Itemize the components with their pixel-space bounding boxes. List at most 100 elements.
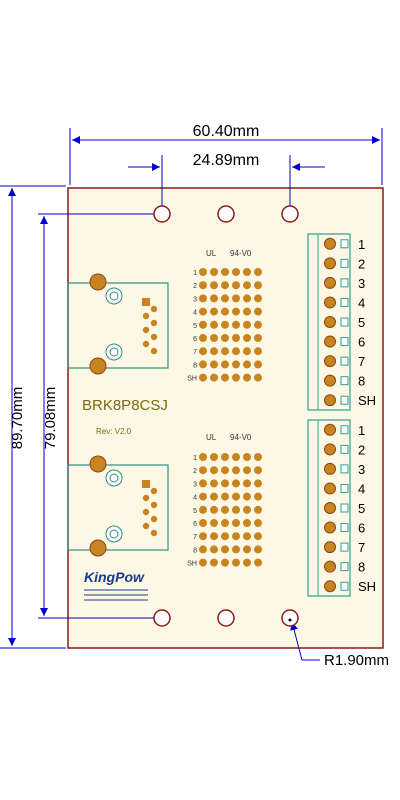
jack-pad — [150, 347, 158, 355]
grid-pad — [254, 347, 262, 356]
jack-pad — [142, 312, 150, 320]
terminal-pad — [324, 423, 336, 436]
mounting-hole — [153, 205, 171, 223]
terminal-pad — [324, 374, 336, 387]
grid-pin-label: 7 — [193, 349, 197, 356]
terminal-pin-label: 6 — [358, 335, 365, 350]
jack-pad — [142, 340, 150, 348]
grid-pad — [221, 505, 229, 514]
terminal-pad — [324, 462, 336, 475]
grid-pad — [254, 320, 262, 329]
grid-pad — [210, 307, 218, 316]
grid-pad — [232, 492, 240, 501]
grid-pad — [199, 558, 207, 567]
grid-pad — [254, 360, 262, 369]
grid-pin-label: 4 — [193, 310, 197, 317]
terminal-pin-label: 2 — [358, 256, 365, 271]
grid-pad — [199, 320, 207, 329]
jack-pad — [142, 494, 150, 502]
jack-pin-pads — [142, 298, 158, 537]
terminal-slot — [340, 258, 349, 268]
grid-pin-label: 1 — [193, 270, 197, 277]
grid-pad — [221, 492, 229, 501]
grid-pin-label: 4 — [193, 495, 197, 502]
grid-pad — [210, 492, 218, 501]
grid-pad — [243, 347, 251, 356]
grid-pin-label: 5 — [193, 508, 197, 515]
terminal-slot — [340, 239, 349, 249]
terminal-pin-label: 4 — [358, 481, 365, 496]
grid-pad — [199, 453, 207, 461]
mounting-hole — [217, 205, 235, 223]
grid-pad — [210, 268, 218, 276]
grid-pad — [210, 320, 218, 329]
jack-pad — [150, 319, 158, 327]
jack-pad — [142, 326, 150, 334]
grid-pad — [221, 545, 229, 554]
grid-pin-label: 6 — [193, 336, 197, 343]
grid-pad — [199, 294, 207, 303]
terminal-pad — [324, 443, 336, 456]
grid-pad — [232, 347, 240, 356]
grid-pad — [210, 479, 218, 488]
grid-pad — [221, 320, 229, 329]
grid-pad — [243, 307, 251, 316]
grid-pad — [199, 479, 207, 488]
jack-pad-square — [142, 480, 150, 488]
rating-top: 94-V0 — [230, 249, 252, 258]
grid-pad — [221, 532, 229, 541]
grid-pad — [243, 281, 251, 290]
terminal-slot — [340, 562, 349, 572]
jack-pad — [150, 529, 158, 537]
grid-pin-label: 3 — [193, 481, 197, 488]
grid-pad — [210, 281, 218, 290]
jack-pad — [142, 522, 150, 530]
terminal-pad — [324, 316, 336, 328]
grid-pad — [232, 519, 240, 527]
grid-pad — [254, 334, 262, 342]
grid-pad — [199, 519, 207, 527]
grid-pin-label: SH — [187, 376, 197, 383]
grid-pad — [232, 307, 240, 316]
grid-pad — [210, 558, 218, 567]
brand-underline — [84, 589, 148, 601]
grid-pad — [243, 334, 251, 342]
hole-center-dot — [288, 618, 292, 622]
terminal-pin-label: 8 — [358, 374, 365, 389]
grid-pad — [232, 268, 240, 276]
mounting-hole — [153, 609, 171, 627]
jack-pad — [150, 501, 158, 509]
terminal-slot — [340, 483, 349, 493]
terminal-pin-label: 4 — [358, 295, 365, 310]
rj45-jack-bottom — [67, 455, 169, 557]
terminal-pin-label: 8 — [358, 560, 365, 575]
grid-pad — [221, 360, 229, 369]
grid-pad — [210, 545, 218, 554]
grid-pad — [243, 360, 251, 369]
grid-pad — [243, 532, 251, 541]
terminal-pin-label: SH — [358, 393, 376, 408]
grid-pad — [232, 479, 240, 488]
terminal-pin-label: 3 — [358, 276, 365, 291]
terminal-pad — [324, 541, 336, 554]
terminal-pin-label: 5 — [358, 315, 365, 330]
terminal-pad — [324, 237, 336, 250]
grid-pad — [199, 334, 207, 342]
grid-pad — [199, 373, 207, 382]
revision-label: Rev: V2.0 — [96, 427, 132, 436]
grid-pad — [221, 519, 229, 527]
grid-pin-label: 7 — [193, 534, 197, 541]
grid-pad — [199, 347, 207, 356]
mounting-hole — [217, 609, 235, 627]
grid-pad — [254, 453, 262, 461]
grid-pad — [199, 281, 207, 290]
corner-radius-label: R1.90mm — [324, 652, 389, 669]
terminal-pad — [324, 394, 336, 407]
terminal-pad — [324, 335, 336, 348]
grid-pad — [232, 505, 240, 514]
grid-pin-label: 6 — [193, 521, 197, 528]
grid-pad — [221, 268, 229, 276]
